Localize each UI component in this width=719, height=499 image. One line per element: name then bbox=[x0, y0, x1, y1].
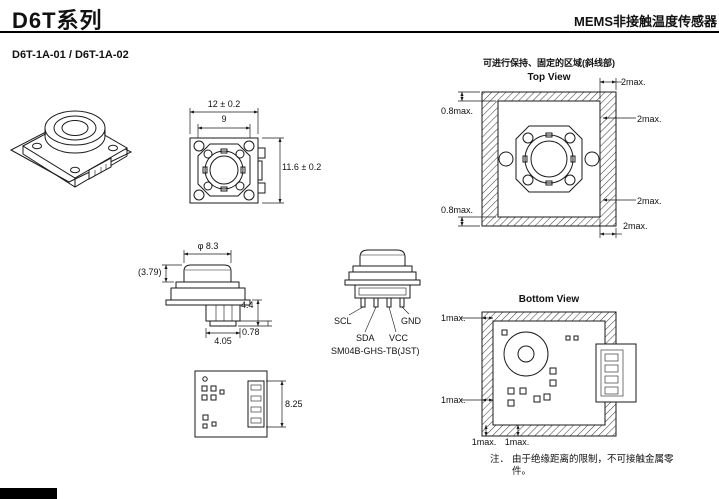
model-numbers: D6T-1A-01 / D6T-1A-02 bbox=[12, 49, 129, 61]
top-view-dim-2max-rightlower: 2max. bbox=[637, 196, 662, 206]
top-view-dim-2max-rightupper: 2max. bbox=[637, 114, 662, 124]
top-view-dim-2max-bottomright: 2max. bbox=[623, 221, 648, 231]
header-rule bbox=[0, 31, 719, 33]
bottom-view-dim-1max-bottom1: 1max. bbox=[471, 437, 497, 447]
connector-height-dim: 4.4 bbox=[241, 300, 254, 310]
pin-label-scl: SCL bbox=[334, 316, 352, 326]
connector-width-dim: 4.05 bbox=[214, 336, 232, 346]
footer-bar bbox=[0, 488, 57, 499]
bottom-view-label: Bottom View bbox=[518, 294, 580, 305]
pcb-bottom-drawing bbox=[194, 370, 286, 438]
note-prefix: 注． bbox=[490, 454, 510, 465]
bottom-view-dim-1max-lefttop: 1max. bbox=[441, 313, 466, 323]
lens-diameter-dim: φ 8.3 bbox=[197, 241, 219, 251]
note: 注． 由于绝缘距离的限制，不可接触金属零件。 bbox=[490, 454, 705, 478]
bottom-view-holding-drawing bbox=[460, 311, 637, 437]
isometric-view-drawing bbox=[9, 110, 133, 188]
top-view-label: Top View bbox=[527, 72, 571, 83]
bottom-view-dim-1max-leftbottom: 1max. bbox=[441, 395, 466, 405]
front-inner-width-dim: 9 bbox=[221, 114, 227, 124]
holding-area-heading: 可进行保持、固定的区域(斜线部) bbox=[483, 58, 615, 68]
product-name: MEMS非接触温度传感器 bbox=[573, 14, 717, 29]
pin-label-gnd: GND bbox=[401, 316, 421, 326]
note-text: 由于绝缘距离的限制，不可接触金属零件。 bbox=[512, 454, 674, 477]
top-view-dim-08max-leftbottom: 0.8max. bbox=[441, 205, 474, 215]
board-connector-height-dim: 8.25 bbox=[285, 399, 303, 409]
bottom-view-dim-1max-bottom2: 1max. bbox=[504, 437, 530, 447]
connector-part-number: SM04B-GHS-TB(JST) bbox=[331, 346, 420, 356]
pinout-drawing bbox=[344, 249, 421, 333]
page-title: D6T系列 bbox=[12, 8, 103, 33]
top-view-dim-2max-topright: 2max. bbox=[621, 77, 646, 87]
top-view-holding-drawing bbox=[458, 78, 636, 238]
side-view-drawing bbox=[162, 250, 272, 338]
lens-height-dim: (3.79) bbox=[138, 267, 162, 277]
pin-label-sda: SDA bbox=[356, 333, 375, 343]
front-view-drawing bbox=[189, 108, 284, 204]
pin-offset-dim: 0.78 bbox=[242, 327, 260, 337]
front-height-dim: 11.6 ± 0.2 bbox=[282, 162, 322, 172]
top-view-dim-08max-lefttop: 0.8max. bbox=[441, 106, 474, 116]
front-width-dim: 12 ± 0.2 bbox=[207, 99, 241, 109]
pin-label-vcc: VCC bbox=[389, 333, 409, 343]
